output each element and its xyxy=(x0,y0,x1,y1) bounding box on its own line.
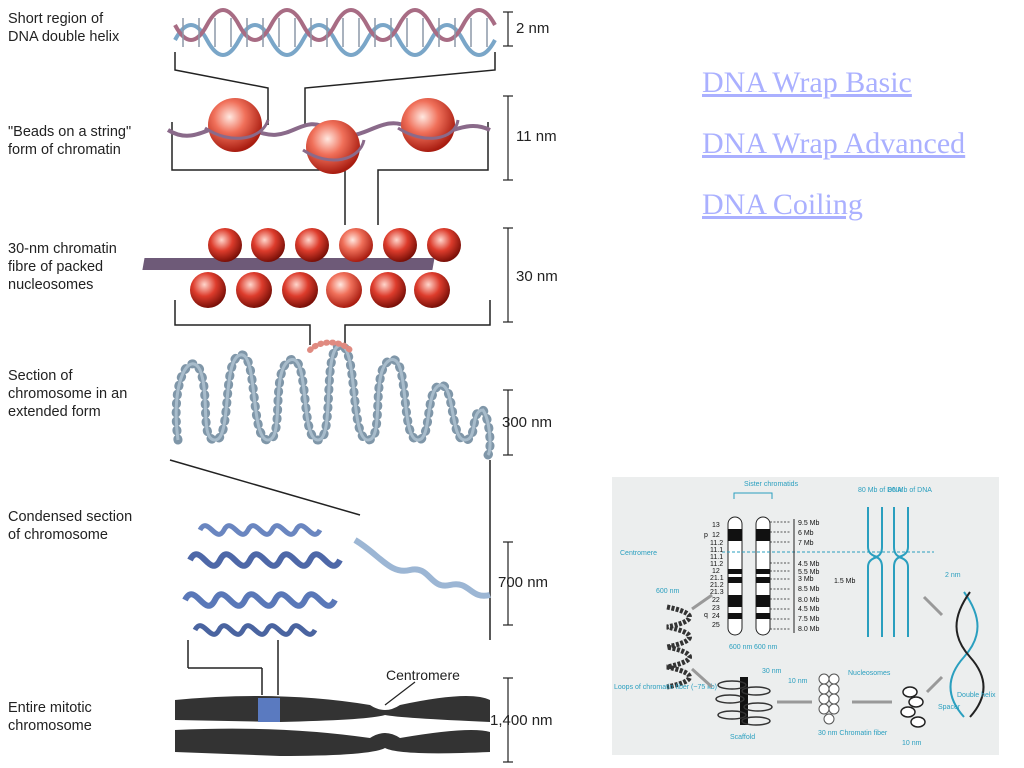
80mb-right-label: 80 Mb of DNA xyxy=(888,487,932,494)
mb-size-label: 7.5 Mb xyxy=(798,616,820,623)
band-label: 21.2 xyxy=(710,582,724,589)
mb-size-label: 6 Mb xyxy=(798,530,814,537)
band-label: 12 xyxy=(712,568,720,575)
band-label: 11.2 xyxy=(710,540,723,547)
mb-size-label: 8.0 Mb xyxy=(798,626,820,633)
spacer-label: Spacer xyxy=(938,704,961,711)
2nm-label: 2 nm xyxy=(945,572,961,579)
10nm-label-b: 10 nm xyxy=(902,740,922,747)
chromatin-fibre-drawing xyxy=(142,228,461,308)
band-label: 11.2 xyxy=(710,561,723,568)
beads-on-string-drawing xyxy=(166,98,491,174)
extended-chromosome-drawing xyxy=(171,339,495,460)
size-label-11nm: 11 nm xyxy=(516,128,557,145)
inset-centromere-label: Centromere xyxy=(620,550,657,557)
inset-diagram-panel: Sister chromatids Centromere p q 13 12 1… xyxy=(612,477,999,755)
chromatid-width-left: 600 nm xyxy=(729,644,753,651)
inset-diagram: Sister chromatids Centromere p q 13 12 1… xyxy=(614,481,996,747)
loops-label: Loops of chromatin fiber (~75 kb) xyxy=(614,684,717,691)
mb-size-label: 5.5 Mb xyxy=(798,569,820,576)
band-label: 12 xyxy=(712,532,720,539)
80mb-left-label: 80 Mb of DNA xyxy=(858,487,902,494)
stage-label-helix: Short region of DNA double helix xyxy=(8,11,120,45)
600nm-label: 600 nm xyxy=(656,588,680,595)
size-label-30nm: 30 nm xyxy=(516,268,558,285)
mb-size-label: 4.5 Mb xyxy=(798,561,820,568)
band-label: 25 xyxy=(712,622,720,629)
arm-p-label: p xyxy=(704,532,708,539)
mb-size-label: 8.0 Mb xyxy=(798,597,820,604)
sister-chromatids-label: Sister chromatids xyxy=(744,481,799,488)
link-list: DNA Wrap Basic DNA Wrap Advanced DNA Coi… xyxy=(702,52,965,235)
link-dna-coiling[interactable]: DNA Coiling xyxy=(702,188,863,221)
nucleosomes-label: Nucleosomes xyxy=(848,670,891,677)
centromere-label: Centromere xyxy=(386,667,460,683)
30nm-label: 30 nm xyxy=(762,668,782,675)
band-label: 11.1 xyxy=(710,554,723,561)
chromatin-packing-diagram: Centromere xyxy=(142,8,513,763)
connector-lines xyxy=(169,52,496,695)
dna-double-helix-drawing xyxy=(173,8,497,57)
band-label: 13 xyxy=(712,522,720,529)
size-label-2nm: 2 nm xyxy=(516,20,550,37)
mb-size-label-1-5: 1.5 Mb xyxy=(834,578,856,585)
mitotic-chromosome-drawing: Centromere xyxy=(175,667,490,756)
stage-label-condensed: Condensed section of chromosome xyxy=(8,509,133,543)
mb-size-label: 7 Mb xyxy=(798,540,814,547)
band-label: 24 xyxy=(712,613,720,620)
stage-label-beads: "Beads on a string" form of chromatin xyxy=(8,124,132,158)
band-label: 11.1 xyxy=(710,547,723,554)
mb-size-label: 3 Mb xyxy=(798,576,814,583)
10nm-label-a: 10 nm xyxy=(788,678,808,685)
scaffold-label: Scaffold xyxy=(730,734,755,741)
stage-label-extended: Section of chromosome in an extended for… xyxy=(8,368,128,420)
30nm-fiber-label: 30 nm Chromatin fiber xyxy=(818,730,888,737)
band-label: 22 xyxy=(712,597,720,604)
band-label: 21.1 xyxy=(710,575,724,582)
chromatid-width-right: 600 nm xyxy=(754,644,778,651)
band-label: 23 xyxy=(712,605,720,612)
condensed-chromosome-drawing xyxy=(182,523,491,637)
band-label: 21.3 xyxy=(710,589,724,596)
size-label-1400nm: 1,400 nm xyxy=(490,712,553,729)
arm-q-label: q xyxy=(704,612,708,619)
size-label-300nm: 300 nm xyxy=(502,414,553,431)
band-labels: 13 12 11.2 11.1 11.1 11.2 12 21.1 21.2 2… xyxy=(710,522,724,629)
mb-size-label: 9.5 Mb xyxy=(798,520,820,527)
mb-size-label: 8.5 Mb xyxy=(798,586,820,593)
link-dna-wrap-advanced[interactable]: DNA Wrap Advanced xyxy=(702,127,966,160)
link-dna-wrap-basic[interactable]: DNA Wrap Basic xyxy=(702,66,912,99)
scale-bars xyxy=(503,11,513,763)
double-helix-label: Double helix xyxy=(957,692,996,699)
stage-label-mitotic: Entire mitotic chromosome xyxy=(8,700,92,734)
size-label-700nm: 700 nm xyxy=(498,574,549,591)
mb-size-labels: 9.5 Mb 6 Mb 7 Mb 4.5 Mb 5.5 Mb 3 Mb 8.5 … xyxy=(798,520,856,633)
mb-size-label: 4.5 Mb xyxy=(798,606,820,613)
stage-label-fibre: 30-nm chromatin fibre of packed nucleoso… xyxy=(8,241,117,293)
